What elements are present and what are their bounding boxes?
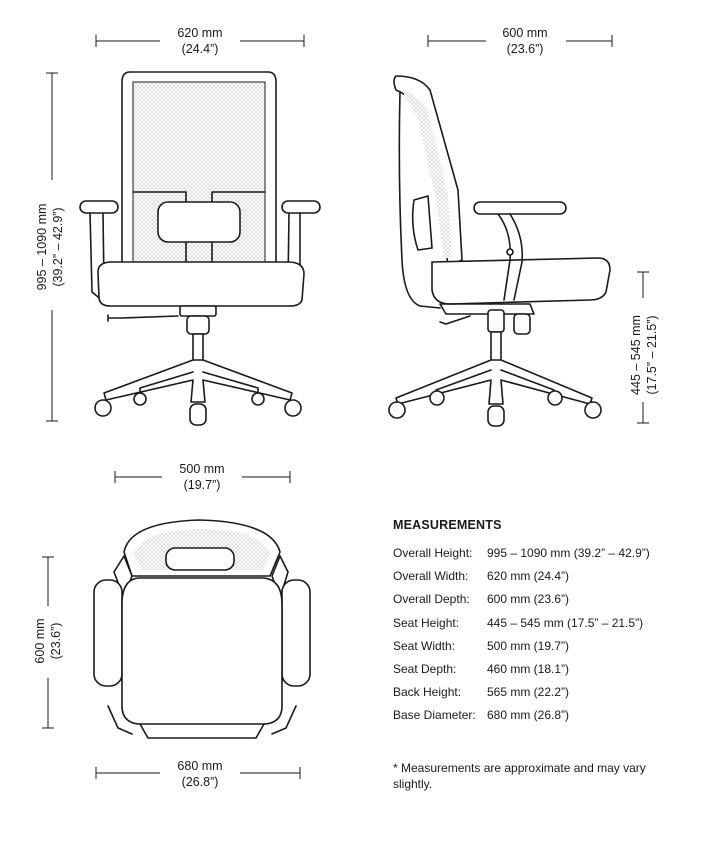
dim-overall-height: 995 – 1090 mm (39.2” – 42.9”): [30, 72, 74, 422]
side-depth-inch: (23.6”): [507, 42, 544, 56]
measurements-note: * Measurements are approximate and may v…: [393, 761, 646, 791]
measurement-row: Seat Height: 445 – 545 mm (17.5” – 21.5”…: [393, 612, 713, 635]
chair-front-view: [79, 71, 321, 426]
base-diameter-mm: 680 mm: [177, 759, 222, 773]
seat-width-mm: 500 mm: [179, 462, 224, 476]
measurement-label: Base Diameter:: [393, 708, 476, 723]
measurement-label: Overall Height:: [393, 546, 473, 560]
measurement-value: 995 – 1090 mm (39.2” – 42.9”): [487, 546, 650, 560]
measurement-value: 500 mm (19.7”): [487, 638, 570, 653]
measurement-value: 600 mm (23.6”): [487, 592, 570, 607]
chair-top-view: [93, 519, 311, 739]
measurement-row: Back Height: 565 mm (22.2”): [393, 681, 713, 704]
measurement-row: Overall Width: 620 mm (24.4”): [393, 565, 713, 588]
measurement-label: Seat Height:: [393, 615, 460, 630]
dim-base-diameter: 680 mm (26.8”): [95, 759, 301, 790]
measurement-row: Overall Height: 995 – 1090 mm (39.2” – 4…: [393, 542, 713, 565]
measurement-row: Base Diameter: 680 mm (26.8”): [393, 704, 713, 727]
dim-front-width: 620 mm (24.4”): [95, 26, 305, 56]
measurement-row: Overall Depth: 600 mm (23.6”): [393, 588, 713, 611]
top-depth-inch: (23.6”): [49, 623, 63, 660]
measurement-value: 445 – 545 mm (17.5” – 21.5”): [487, 615, 644, 630]
side-depth-mm: 600 mm: [502, 26, 547, 40]
measurement-label: Overall Width:: [393, 569, 469, 584]
seat-width-inch: (19.7”): [184, 478, 221, 492]
measurements-table: MEASUREMENTS Overall Height: 995 – 1090 …: [393, 518, 713, 728]
measurement-value: 680 mm (26.8”): [487, 708, 570, 723]
measurement-label: Overall Depth:: [393, 592, 470, 607]
measurement-row: Seat Width: 500 mm (19.7”): [393, 635, 713, 658]
measurements-title: MEASUREMENTS: [393, 518, 502, 532]
dim-seat-width: 500 mm (19.7”): [114, 462, 291, 493]
top-depth-mm: 600 mm: [33, 618, 47, 663]
measurement-value: 460 mm (18.1”): [487, 662, 570, 677]
measurement-value: 620 mm (24.4”): [487, 569, 570, 584]
measurement-label: Seat Depth:: [393, 662, 457, 677]
measurement-label: Seat Width:: [393, 638, 456, 653]
overall-height-mm: 995 – 1090 mm: [35, 204, 49, 291]
dim-seat-height: 445 – 545 mm (17.5” – 21.5”): [629, 271, 672, 424]
dim-top-depth: 600 mm (23.6”): [28, 556, 70, 729]
measurement-row: Seat Depth: 460 mm (18.1”): [393, 658, 713, 681]
seat-height-mm: 445 – 545 mm: [629, 315, 643, 395]
front-width-mm: 620 mm: [177, 26, 222, 40]
chair-side-view: [388, 75, 611, 427]
front-width-inch: (24.4”): [182, 42, 219, 56]
dim-side-depth: 600 mm (23.6”): [427, 26, 613, 56]
seat-height-inch: (17.5” – 21.5”): [645, 315, 659, 394]
measurement-label: Back Height:: [393, 685, 462, 700]
overall-height-inch: (39.2” – 42.9”): [51, 207, 65, 286]
measurement-value: 565 mm (22.2”): [487, 685, 570, 700]
base-diameter-inch: (26.8”): [182, 775, 219, 789]
